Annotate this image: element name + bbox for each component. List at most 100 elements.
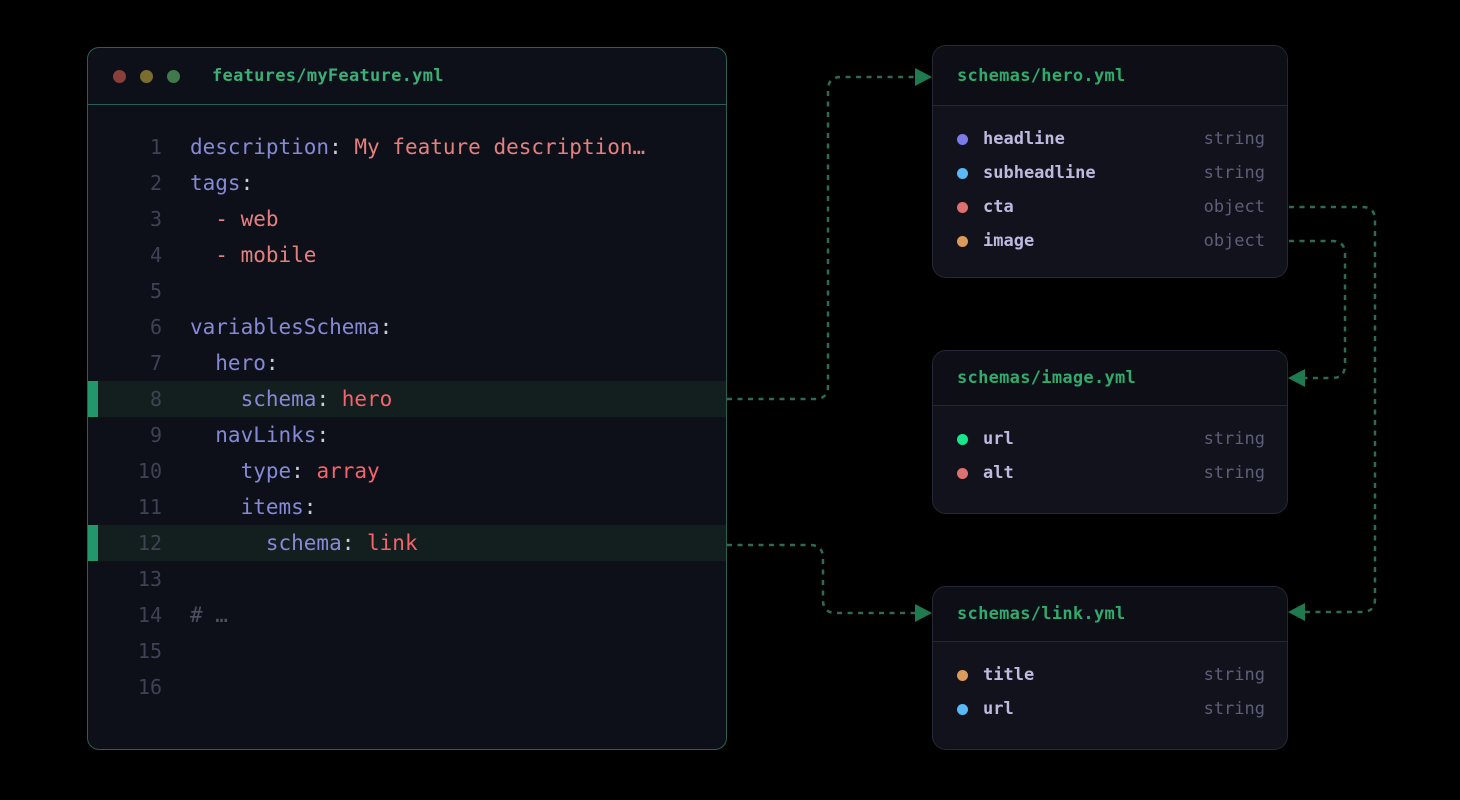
- line-number: 5: [88, 279, 162, 303]
- field-type-dot-icon: [957, 670, 968, 681]
- line-number: 13: [88, 567, 162, 591]
- arrowhead-link-right: [1288, 603, 1305, 621]
- line-number: 12: [88, 531, 162, 555]
- schema-field-row: subheadline string: [957, 156, 1265, 190]
- schema-field-row: image object: [957, 224, 1265, 258]
- schema-card-image: schemas/image.yml urlstring alt string: [932, 350, 1288, 514]
- arrowhead-image: [1288, 369, 1305, 387]
- code-line: 2tags:: [88, 165, 726, 201]
- field-type: string: [1204, 163, 1265, 183]
- line-number: 1: [88, 135, 162, 159]
- field-name: headline: [983, 129, 1065, 149]
- schema-card-hero: schemas/hero.yml headlinestringsubheadli…: [932, 45, 1288, 278]
- schema-field-row: cta object: [957, 190, 1265, 224]
- code-line: 1description: My feature description…: [88, 129, 726, 165]
- window-minimize-button[interactable]: [140, 70, 153, 83]
- line-number: 9: [88, 423, 162, 447]
- code-line: 15: [88, 633, 726, 669]
- schema-card-hero-fields: headline string subheadline string cta object…: [933, 106, 1287, 268]
- line-number: 15: [88, 639, 162, 663]
- highlight-gutter-bar: [88, 381, 98, 417]
- window-close-button[interactable]: [113, 70, 126, 83]
- field-name: image: [983, 231, 1034, 251]
- schema-card-hero-title: schemas/hero.yml: [933, 46, 1287, 106]
- field-type-dot-icon: [957, 134, 968, 145]
- line-number: 7: [88, 351, 162, 375]
- code-text: - mobile: [162, 243, 316, 267]
- field-name: cta: [983, 197, 1014, 217]
- code-line: 10 type: array: [88, 453, 726, 489]
- field-type: string: [1204, 463, 1265, 483]
- code-text: # …: [162, 603, 228, 627]
- schema-card-link-title: schemas/link.yml: [933, 587, 1287, 642]
- field-type-dot-icon: [957, 202, 968, 213]
- code-text: schema: hero: [162, 387, 392, 411]
- field-type-dot-icon: [957, 468, 968, 479]
- code-line-highlighted: 12 schema: link: [88, 525, 726, 561]
- line-number: 14: [88, 603, 162, 627]
- code-text: - web: [162, 207, 279, 231]
- schema-field-row: urlstring: [957, 422, 1265, 456]
- field-name: subheadline: [983, 163, 1096, 183]
- editor-titlebar: features/myFeature.yml: [88, 48, 726, 105]
- code-line: 11 items:: [88, 489, 726, 525]
- line-number: 11: [88, 495, 162, 519]
- code-line: 6variablesSchema:: [88, 309, 726, 345]
- line-number: 2: [88, 171, 162, 195]
- code-text: variablesSchema:: [162, 315, 392, 339]
- code-text: tags:: [162, 171, 253, 195]
- arrowhead-hero: [915, 68, 932, 86]
- code-line: 16: [88, 669, 726, 705]
- schema-field-row: url string: [957, 692, 1265, 726]
- line-number: 6: [88, 315, 162, 339]
- code-line: 4 - mobile: [88, 237, 726, 273]
- code-text: items:: [162, 495, 316, 519]
- field-type: object: [1204, 231, 1265, 251]
- schema-field-row: alt string: [957, 456, 1265, 490]
- code-text: schema: link: [162, 531, 418, 555]
- schema-field-row: title string: [957, 658, 1265, 692]
- field-type-dot-icon: [957, 236, 968, 247]
- schema-card-link: schemas/link.yml title string url string: [932, 586, 1288, 750]
- schema-card-link-fields: title string url string: [933, 642, 1287, 736]
- code-area: 1description: My feature description…2ta…: [88, 105, 726, 705]
- line-number: 16: [88, 675, 162, 699]
- connector-line12-to-link: [727, 545, 915, 613]
- code-text: hero:: [162, 351, 279, 375]
- code-line: 3 - web: [88, 201, 726, 237]
- field-type-dot-icon: [957, 168, 968, 179]
- code-line: 7 hero:: [88, 345, 726, 381]
- line-number: 4: [88, 243, 162, 267]
- code-editor-window: features/myFeature.yml 1description: My …: [87, 47, 727, 750]
- code-line: 9 navLinks:: [88, 417, 726, 453]
- field-type-dot-icon: [957, 704, 968, 715]
- connector-line8-to-hero: [727, 77, 915, 399]
- code-text: description: My feature description…: [162, 135, 645, 159]
- field-type-dot-icon: [957, 434, 968, 445]
- highlight-gutter-bar: [88, 525, 98, 561]
- code-text: navLinks:: [162, 423, 329, 447]
- field-type: object: [1204, 197, 1265, 217]
- code-line: 13: [88, 561, 726, 597]
- schema-card-image-fields: urlstring alt string: [933, 406, 1287, 500]
- code-text: type: array: [162, 459, 380, 483]
- field-name: url: [983, 699, 1014, 719]
- schema-card-image-title: schemas/image.yml: [933, 351, 1287, 406]
- code-line-highlighted: 8 schema: hero: [88, 381, 726, 417]
- field-type: string: [1204, 129, 1265, 149]
- arrowhead-link-left: [915, 604, 932, 622]
- window-zoom-button[interactable]: [167, 70, 180, 83]
- code-line: 14# …: [88, 597, 726, 633]
- code-line: 5: [88, 273, 726, 309]
- field-type: string: [1204, 699, 1265, 719]
- field-name: title: [983, 665, 1034, 685]
- line-number: 3: [88, 207, 162, 231]
- connector-image-to-image: [1289, 241, 1345, 378]
- field-type: string: [1204, 665, 1265, 685]
- schema-field-row: headline string: [957, 122, 1265, 156]
- field-name: url: [983, 429, 1014, 449]
- field-name: alt: [983, 463, 1014, 483]
- line-number: 10: [88, 459, 162, 483]
- line-number: 8: [88, 387, 162, 411]
